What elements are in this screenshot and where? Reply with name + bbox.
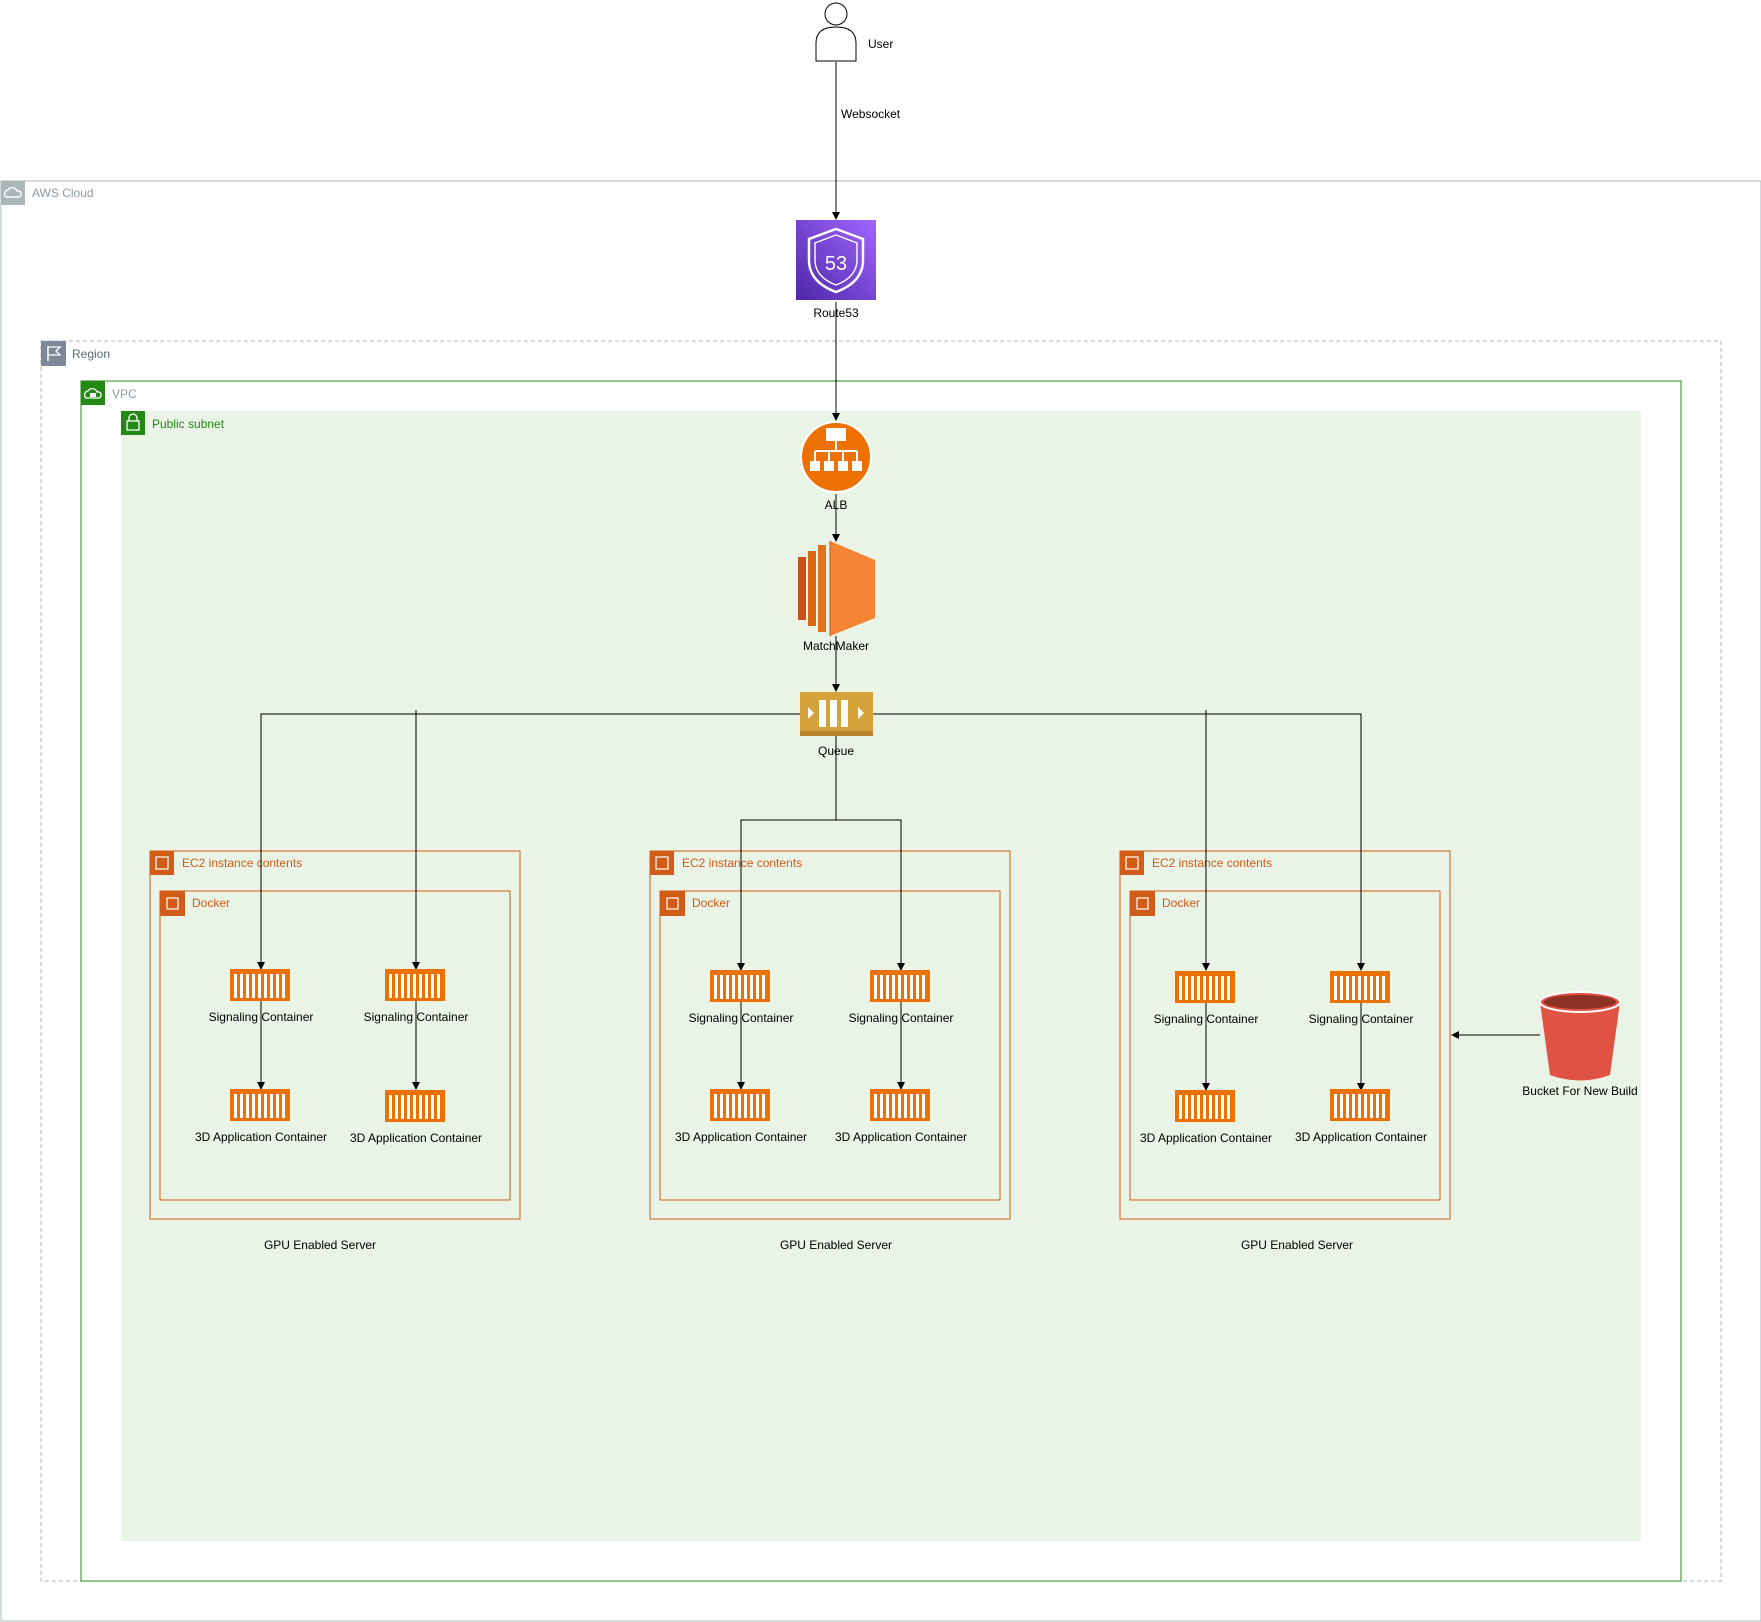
container-node[interactable]: 3D Application Container [1295,1089,1427,1144]
server-caption: GPU Enabled Server [264,1238,376,1252]
app-container-label: 3D Application Container [835,1130,967,1144]
container-node[interactable]: Signaling Container [1309,971,1414,1026]
signaling-container-label: Signaling Container [1154,1012,1259,1026]
container-node[interactable]: Signaling Container [364,969,469,1024]
route53-badge: 53 [825,253,847,275]
ec2-instance-3: EC2 instance contents Docker [1119,850,1451,1220]
container-node[interactable]: 3D Application Container [1140,1090,1272,1145]
container-node[interactable]: Signaling Container [1154,971,1259,1026]
container-node[interactable]: Signaling Container [849,970,954,1025]
container-node[interactable]: 3D Application Container [675,1089,807,1144]
signaling-container-label: Signaling Container [364,1010,469,1024]
container-node[interactable]: 3D Application Container [350,1090,482,1145]
app-container-label: 3D Application Container [1295,1130,1427,1144]
vpc-label: VPC [112,387,137,401]
queue-node[interactable]: Queue [800,692,873,758]
vpc-group: VPC [80,380,1682,1582]
container-icon [1175,1090,1235,1122]
container-node[interactable]: 3D Application Container [835,1089,967,1144]
container-icon [1330,971,1390,1003]
app-container-label: 3D Application Container [195,1130,327,1144]
edge-queue-signaling-2b [836,819,905,971]
container-icon [385,969,445,1001]
signaling-container-label: Signaling Container [209,1010,314,1024]
app-container-label: 3D Application Container [675,1130,807,1144]
ec2-instance-icon [798,541,875,636]
websocket-label: Websocket [841,107,901,121]
route53-shield-icon: 53 [796,220,876,300]
app-container-label: 3D Application Container [1140,1131,1272,1145]
queue-label: Queue [818,744,854,758]
container-icon [710,1089,770,1121]
signaling-container-label: Signaling Container [689,1011,794,1025]
ec2-label: EC2 instance contents [182,856,302,870]
container-node[interactable]: 3D Application Container [195,1089,327,1144]
ec2-chip-icon [650,851,674,875]
container-icon [1330,1089,1390,1121]
edges [257,62,1540,1091]
vpc-cloud-lock-icon [81,381,105,405]
container-icon [870,970,930,1002]
container-icon [385,1090,445,1122]
cloud-icon [1,181,25,205]
alb-label: ALB [825,498,848,512]
edge-queue-signaling-1a [257,713,800,970]
lock-icon [121,411,145,435]
container-node[interactable]: Signaling Container [209,969,314,1024]
container-icon [230,1089,290,1121]
app-container-label: 3D Application Container [350,1131,482,1145]
aws-cloud-label: AWS Cloud [32,186,94,200]
signaling-container-label: Signaling Container [849,1011,954,1025]
ec2-chip-icon [150,851,174,875]
edge-queue-signaling-3b [873,713,1365,971]
matchmaker-label: MatchMaker [803,639,869,653]
flag-icon [41,341,66,366]
alb-node[interactable]: ALB [800,421,872,512]
ec2-instance-1: EC2 instance contents Docker [149,850,521,1220]
public-subnet-label: Public subnet [152,417,225,431]
edge-queue-signaling-2a [737,736,837,971]
server-caption: GPU Enabled Server [1241,1238,1353,1252]
aws-cloud-group: AWS Cloud [0,180,1761,1622]
load-balancer-icon [800,421,872,493]
ec2-label: EC2 instance contents [682,856,802,870]
container-icon [710,970,770,1002]
user-label: User [868,37,893,51]
route53-node[interactable]: 53 Route53 [796,220,876,320]
docker-label: Docker [692,896,730,910]
s3-bucket-icon [1539,991,1621,1081]
container-icon [230,969,290,1001]
docker-chip-icon [1130,891,1155,916]
signaling-container-label: Signaling Container [1309,1012,1414,1026]
bucket-node[interactable]: Bucket For New Build [1522,991,1638,1098]
docker-chip-icon [160,891,185,916]
matchmaker-node[interactable]: MatchMaker [798,541,875,653]
ec2-instance-2: EC2 instance contents Docker [649,850,1011,1220]
container-icon [870,1089,930,1121]
queue-icon [800,692,873,736]
ec2-chip-icon [1120,851,1144,875]
docker-label: Docker [192,896,230,910]
bucket-label: Bucket For New Build [1522,1084,1637,1098]
container-node[interactable]: Signaling Container [689,970,794,1025]
user-icon [815,2,857,62]
ec2-label: EC2 instance contents [1152,856,1272,870]
user-node[interactable]: User [815,2,893,62]
docker-chip-icon [660,891,685,916]
server-caption: GPU Enabled Server [780,1238,892,1252]
container-icon [1175,971,1235,1003]
route53-label: Route53 [813,306,859,320]
docker-label: Docker [1162,896,1200,910]
region-label: Region [72,347,110,361]
